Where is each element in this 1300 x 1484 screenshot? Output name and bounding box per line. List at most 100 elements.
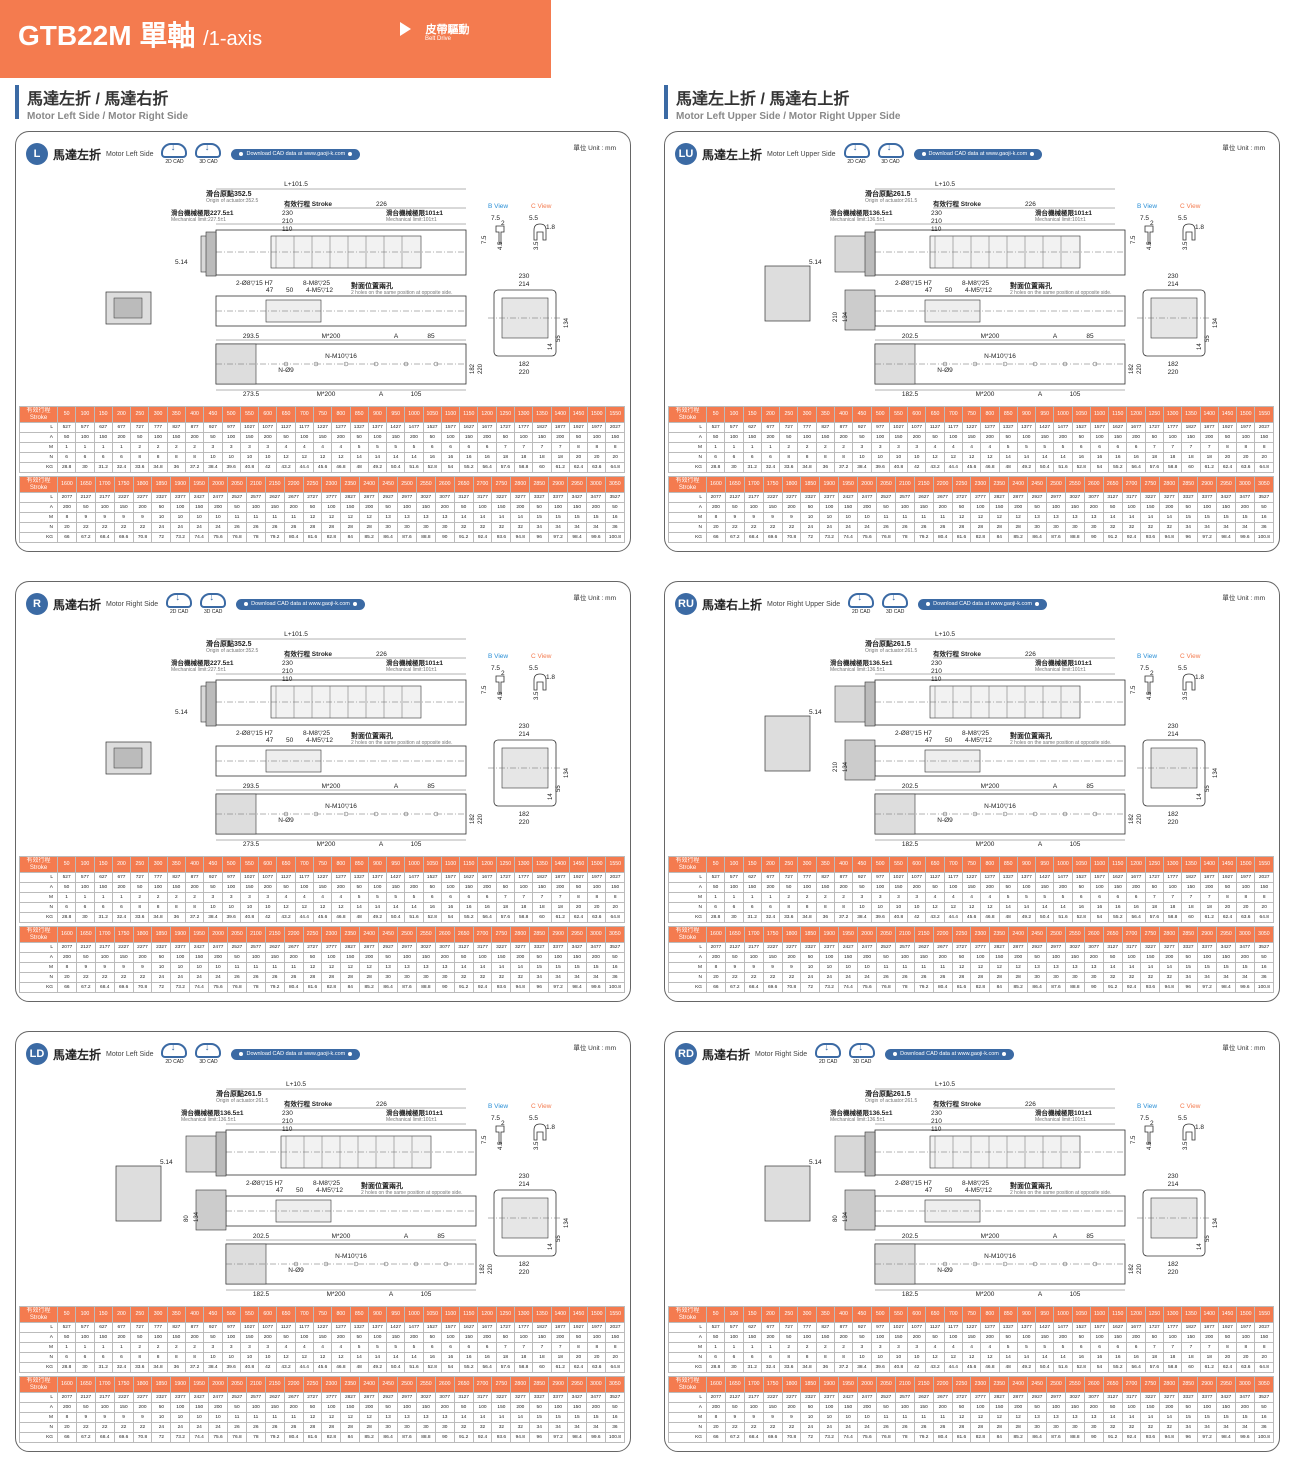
table-cell: 64.8 (605, 462, 625, 473)
download-cad-link[interactable]: Download CAD data at www.gaoji-k.com (231, 1048, 361, 1060)
table-cell: 3 (258, 1342, 278, 1353)
dimension-label: 50 (286, 287, 294, 294)
table-cell: 51.6 (404, 912, 424, 923)
dimension-label: M*200 (322, 333, 341, 340)
cad-2d-link[interactable]: 2D CAD (843, 142, 870, 165)
cad-2d-link[interactable]: 2D CAD (815, 1042, 842, 1065)
dimension-label: 105 (421, 1291, 432, 1298)
table-cell: 100 (148, 882, 168, 893)
table-cell: 50 (130, 1332, 150, 1343)
cad-3d-link[interactable]: 3D CAD (882, 592, 909, 615)
table-cell: 46.8 (331, 912, 351, 923)
dimension-label: 滑台機械極限101±1 (1035, 658, 1092, 667)
dimension-label: 2 (1150, 670, 1154, 677)
table-cell: 87.6 (1046, 1432, 1066, 1443)
table-cell: 8 (1236, 892, 1256, 903)
stroke-header-cell: 950 (386, 406, 406, 423)
table-cell: 100 (1236, 882, 1256, 893)
dimension-label: 182 (1129, 813, 1135, 824)
table-cell: 50 (75, 502, 96, 513)
table-cell: 34 (1197, 522, 1218, 533)
table-cell: 7 (550, 892, 570, 903)
cad-2d-link[interactable]: 2D CAD (166, 592, 193, 615)
table-cell: 57.6 (495, 1362, 516, 1373)
stroke-header-cell: 2750 (1140, 476, 1161, 493)
table-cell: 73.2 (170, 532, 191, 543)
cad-2d-link[interactable]: 2D CAD (161, 142, 188, 165)
dimension-label: 有效行程 Stroke (284, 1099, 332, 1108)
stroke-header-cell: 1900 (819, 926, 840, 943)
table-cell: 88.8 (1064, 982, 1085, 993)
table-cell: 12 (340, 1412, 361, 1423)
cad-3d-link[interactable]: 3D CAD (200, 592, 227, 615)
table-cell: 30 (75, 912, 95, 923)
download-cad-link[interactable]: Download CAD data at www.gaoji-k.com (236, 598, 365, 610)
stroke-header-cell: 50 (705, 1306, 726, 1323)
table-cell: 1 (760, 1342, 781, 1353)
download-cad-link[interactable]: Download CAD data at www.gaoji-k.com (918, 598, 1047, 610)
table-cell: 16 (477, 1352, 497, 1363)
stroke-header-cell: 2350 (989, 1376, 1010, 1393)
table-cell: 12 (961, 452, 982, 463)
table-cell: 150 (605, 1332, 625, 1343)
table-cell: 54 (1089, 1362, 1110, 1373)
table-cell: 81.6 (951, 532, 972, 543)
table-cell: 16 (422, 452, 442, 463)
table-cell: 677 (760, 1322, 781, 1333)
dimension-label: N-Ø9 (937, 1267, 953, 1274)
table-cell: 13 (1027, 962, 1048, 973)
table-cell: 6 (111, 452, 132, 463)
stroke-header-cell: 950 (1035, 406, 1055, 423)
cad-3d-link[interactable]: 3D CAD (877, 142, 904, 165)
table-cell: 49.2 (1016, 462, 1037, 473)
table-cell: 15 (567, 962, 587, 973)
stroke-header-cell: 2850 (529, 476, 550, 493)
cad-3d-link[interactable]: 3D CAD (849, 1042, 876, 1065)
stroke-header-cell: 2600 (1083, 926, 1104, 943)
table-cell: 10 (800, 512, 821, 523)
cad-3d-link[interactable]: 3D CAD (195, 1042, 222, 1065)
table-cell: 76.8 (227, 982, 247, 993)
table-cell: 96 (529, 982, 550, 993)
table-cell: 33.6 (779, 1362, 799, 1373)
table-cell: 2477 (208, 1392, 229, 1403)
download-cad-link[interactable]: Download CAD data at www.gaoji-k.com (885, 1048, 1014, 1060)
download-cad-link[interactable]: Download CAD data at www.gaoji-k.com (231, 148, 361, 160)
table-cell: 99.6 (1234, 1432, 1255, 1443)
cad-3d-link[interactable]: 3D CAD (195, 142, 222, 165)
table-cell: 11 (227, 1412, 247, 1423)
table-cell: 84 (340, 532, 361, 543)
table-cell: 15 (1216, 962, 1236, 973)
table-cell: 3277 (510, 492, 531, 503)
table-cell: 20 (587, 902, 607, 913)
table-cell: 98.4 (567, 982, 587, 993)
table-cell: 50 (495, 432, 516, 443)
cad-2d-link[interactable]: 2D CAD (161, 1042, 188, 1065)
table-cell: 8 (130, 452, 150, 463)
stroke-header-cell: 1650 (75, 476, 96, 493)
stroke-header-cell: 300 (148, 856, 168, 873)
table-cell: 3127 (1102, 492, 1123, 503)
table-cell: 1377 (367, 1322, 388, 1333)
stroke-header-cell: 900 (367, 856, 388, 873)
table-cell: 32 (1102, 972, 1123, 983)
cad-2d-link[interactable]: 2D CAD (848, 592, 875, 615)
dimension-label: 230 (1168, 1173, 1179, 1180)
table-cell: 32 (510, 972, 531, 983)
table-cell: 28 (951, 522, 972, 533)
table-cell: 677 (111, 422, 132, 433)
table-cell: 1 (56, 892, 77, 903)
table-cell: 1727 (495, 1322, 516, 1333)
table-cell: 14 (1121, 1412, 1142, 1423)
bullet-icon (244, 602, 249, 606)
table-cell: 7 (514, 1342, 534, 1353)
download-cad-link[interactable]: Download CAD data at www.gaoji-k.com (913, 148, 1043, 160)
table-cell: 22 (781, 1422, 802, 1433)
table-cell: 1227 (312, 872, 333, 883)
table-cell: 50 (1027, 502, 1048, 513)
